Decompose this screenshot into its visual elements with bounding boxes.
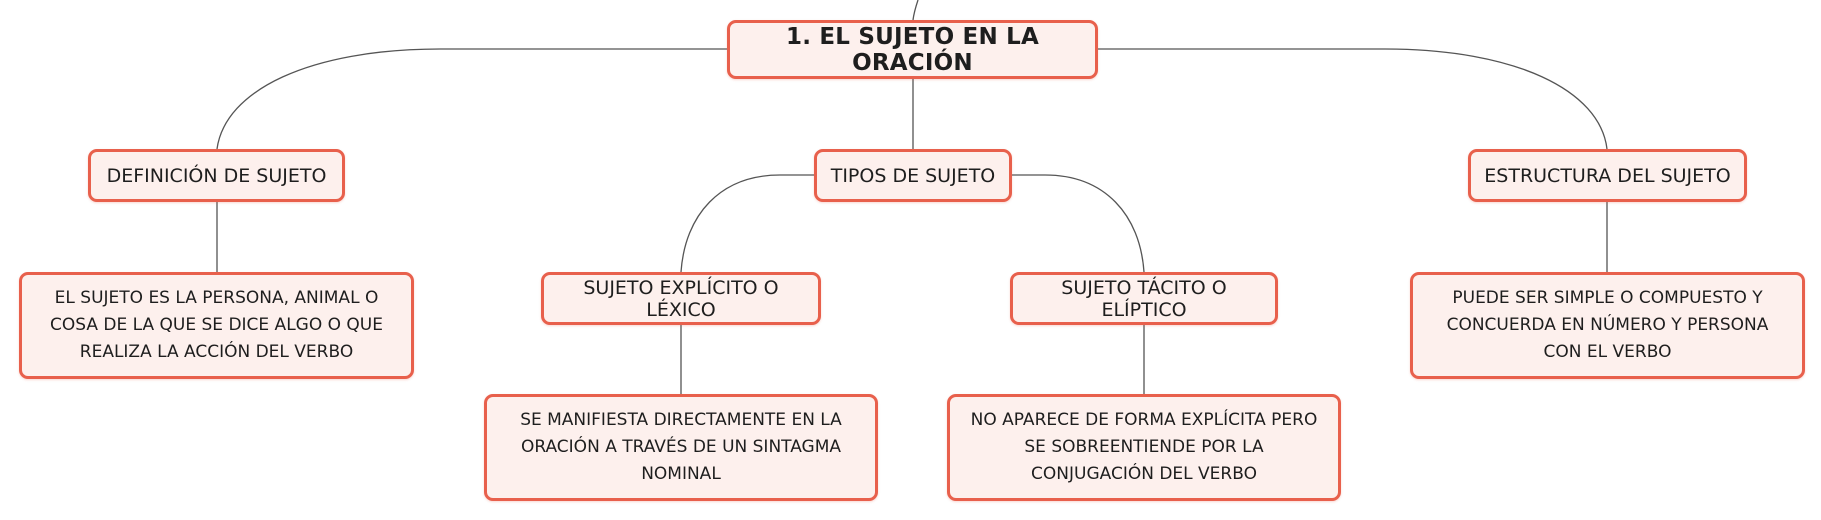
tipos-node[interactable]: TIPOS DE SUJETO [814, 149, 1012, 202]
estructura-node[interactable]: ESTRUCTURA DEL SUJETO [1468, 149, 1747, 202]
tipos-label: TIPOS DE SUJETO [830, 164, 996, 187]
connector-tipos-to-explicito [680, 174, 814, 273]
root-node[interactable]: 1. EL SUJETO EN LA ORACIÓN [727, 20, 1098, 79]
explicito-node[interactable]: SUJETO EXPLÍCITO O LÉXICO [541, 272, 821, 325]
estructura-detail-text: PUEDE SER SIMPLE O COMPUESTO Y CONCUERDA… [1446, 288, 1769, 362]
tacito-detail-text: NO APARECE DE FORMA EXPLÍCITA PERO SE SO… [970, 410, 1318, 484]
tacito-label: SUJETO TÁCITO O ELÍPTICO [1061, 276, 1227, 321]
tacito-detail-node[interactable]: NO APARECE DE FORMA EXPLÍCITA PERO SE SO… [947, 394, 1341, 501]
explicito-detail-node[interactable]: SE MANIFIESTA DIRECTAMENTE EN LA ORACIÓN… [484, 394, 878, 501]
definicion-node[interactable]: DEFINICIÓN DE SUJETO [88, 149, 345, 202]
explicito-detail-text: SE MANIFIESTA DIRECTAMENTE EN LA ORACIÓN… [520, 410, 842, 484]
tacito-node[interactable]: SUJETO TÁCITO O ELÍPTICO [1010, 272, 1278, 325]
explicito-label: SUJETO EXPLÍCITO O LÉXICO [583, 276, 779, 321]
definicion-detail-node[interactable]: EL SUJETO ES LA PERSONA, ANIMAL O COSA D… [19, 272, 414, 379]
connector-root-to-definicion [216, 48, 727, 150]
connector-parent-to-root [912, 0, 919, 21]
estructura-detail-node[interactable]: PUEDE SER SIMPLE O COMPUESTO Y CONCUERDA… [1410, 272, 1805, 379]
definicion-label: DEFINICIÓN DE SUJETO [106, 164, 327, 187]
connector-tipos-to-tacito [1012, 174, 1145, 273]
root-label: 1. EL SUJETO EN LA ORACIÓN [786, 23, 1039, 76]
estructura-label: ESTRUCTURA DEL SUJETO [1484, 164, 1731, 187]
connector-root-to-estructura [1098, 48, 1608, 150]
definicion-detail-text: EL SUJETO ES LA PERSONA, ANIMAL O COSA D… [50, 288, 383, 362]
